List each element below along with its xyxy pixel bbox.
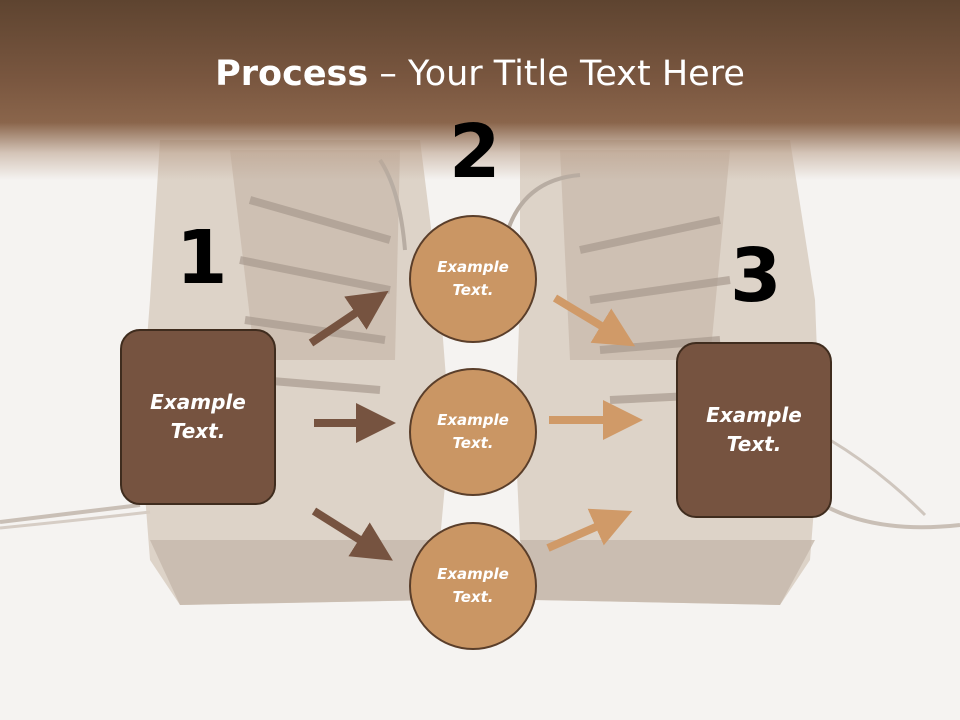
step-3-text: Example Text.	[706, 403, 802, 456]
header-band	[0, 0, 960, 180]
step-2-circle-middle: Example Text.	[409, 368, 537, 496]
step-2-item-3-text: Example Text.	[437, 565, 509, 606]
slide-title: Process – Your Title Text Here	[0, 52, 960, 96]
step-2-circle-bottom: Example Text.	[409, 522, 537, 650]
arrow-1-to-top	[308, 290, 389, 347]
step-number-3: 3	[730, 233, 782, 319]
arrow-top-to-3	[552, 294, 636, 347]
step-3-box: Example Text.	[676, 342, 832, 518]
step-2-item-1-text: Example Text.	[437, 258, 509, 299]
step-2-item-2-text: Example Text.	[437, 411, 509, 452]
step-number-2: 2	[449, 109, 501, 195]
arrow-bottom-to-3	[546, 508, 633, 552]
step-2-circle-top: Example Text.	[409, 215, 537, 343]
title-rest-part: – Your Title Text Here	[368, 54, 745, 94]
arrow-1-to-bottom	[311, 507, 393, 561]
step-1-box: Example Text.	[120, 329, 276, 505]
step-1-text: Example Text.	[150, 390, 246, 443]
title-bold-part: Process	[215, 54, 369, 94]
step-number-1: 1	[176, 215, 228, 301]
